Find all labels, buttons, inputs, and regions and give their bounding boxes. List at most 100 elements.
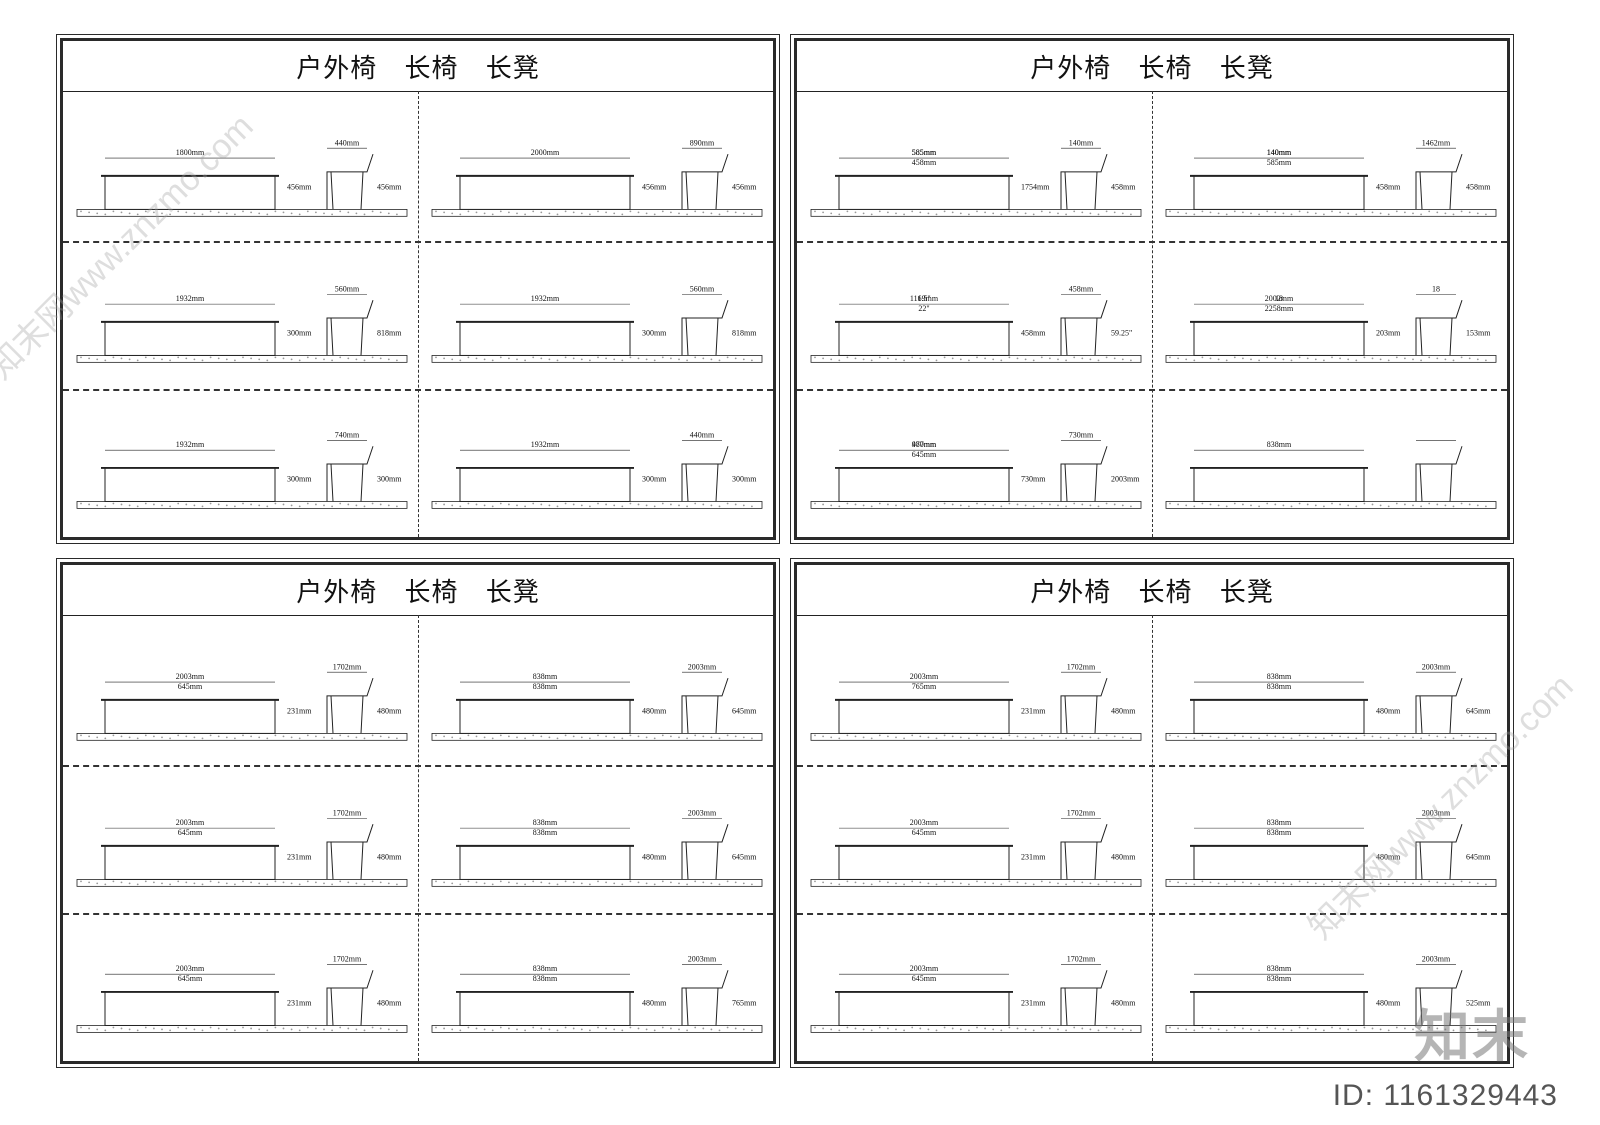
ground-texture-dot — [387, 358, 390, 361]
ground-texture-dot — [1250, 504, 1252, 507]
ground-texture-dot — [104, 359, 107, 362]
dimension-label: 2003mm — [1111, 475, 1140, 484]
ground-texture-dot — [1097, 359, 1100, 362]
ground-texture-dot — [1444, 504, 1447, 507]
ground-texture-dot — [499, 356, 502, 359]
image-id: ID: 1161329443 — [1332, 1079, 1558, 1112]
dimension-label: 818mm — [732, 329, 757, 338]
ground-texture-dot — [112, 356, 115, 359]
dimension-label: 456mm — [287, 183, 312, 192]
ground-texture-dot — [209, 880, 212, 883]
ground-texture-dot — [161, 212, 163, 215]
dimension-label: 585mm — [912, 148, 937, 157]
ground-texture-dot — [605, 1027, 607, 1030]
ground-texture-dot — [120, 735, 123, 738]
ground-texture-dot — [1323, 505, 1325, 508]
ground-texture-dot — [234, 1029, 236, 1032]
ground-texture-dot — [315, 211, 317, 214]
dimension-label: 1754mm — [1021, 183, 1050, 192]
dimension-label: 2003mm — [176, 818, 205, 827]
ground-texture-dot — [1468, 211, 1471, 214]
ground-texture-dot — [1444, 358, 1447, 361]
ground-texture-dot — [435, 210, 437, 213]
dimension-label: 18 — [1432, 284, 1440, 293]
ground-texture-dot — [1169, 502, 1171, 505]
ground-texture-dot — [177, 734, 180, 737]
ground-strip — [810, 355, 1142, 363]
dimension-label: 838mm — [1267, 974, 1292, 983]
ground-texture-dot — [363, 1029, 366, 1032]
ground-texture-dot — [645, 736, 648, 739]
dimension-label: 2003mm — [688, 954, 717, 963]
ground-texture-dot — [1121, 1028, 1124, 1031]
ground-texture-dot — [862, 358, 865, 361]
ground-texture-dot — [878, 502, 881, 505]
dimension-label: 525mm — [1466, 999, 1491, 1008]
dimension-label: 645mm — [1466, 853, 1491, 862]
bench-side-elevation — [681, 153, 729, 210]
ground-texture-dot — [1468, 503, 1471, 506]
ground-texture-dot — [185, 1027, 188, 1030]
column-divider — [418, 615, 419, 1061]
ground-texture-dot — [1274, 503, 1277, 506]
ground-texture-dot — [1000, 213, 1003, 216]
ground-strip — [1165, 355, 1497, 363]
ground-texture-dot — [185, 357, 188, 360]
bench-front-elevation — [1193, 699, 1365, 734]
ground-texture-dot — [516, 1028, 518, 1031]
ground-texture-dot — [347, 211, 350, 214]
ground-texture-dot — [331, 505, 333, 508]
ground-texture-dot — [379, 503, 382, 506]
bench-front-elevation — [459, 991, 631, 1026]
ground-texture-dot — [1000, 505, 1003, 508]
ground-texture-dot — [702, 881, 705, 884]
ground-texture-dot — [1444, 882, 1447, 885]
dimension-label: 730mm — [1069, 430, 1094, 439]
ground-texture-dot — [1428, 734, 1431, 737]
ground-texture-dot — [822, 1027, 824, 1030]
ground-texture-dot — [1193, 213, 1196, 216]
ground-texture-dot — [935, 213, 938, 216]
ground-texture-dot — [645, 882, 648, 885]
ground-texture-dot — [968, 1029, 970, 1032]
ground-texture-dot — [694, 356, 697, 359]
ground-texture-dot — [225, 358, 228, 361]
ground-texture-dot — [1105, 356, 1108, 359]
ground-strip — [810, 879, 1142, 887]
ground-texture-dot — [306, 502, 309, 505]
ground-texture-dot — [1032, 505, 1035, 508]
ground-texture-dot — [751, 737, 753, 740]
bench-side-elevation — [326, 300, 374, 356]
ground-texture-dot — [822, 211, 824, 214]
ground-texture-dot — [96, 358, 99, 361]
ground-texture-dot — [1000, 883, 1003, 886]
ground-texture-dot — [88, 211, 90, 214]
ground-texture-dot — [1290, 213, 1293, 216]
ground-texture-dot — [225, 736, 228, 739]
bench-front-elevation — [459, 175, 631, 210]
ground-texture-dot — [459, 1029, 462, 1032]
ground-texture-dot — [1258, 213, 1260, 216]
ground-texture-dot — [1177, 211, 1179, 214]
ground-texture-dot — [112, 1026, 115, 1029]
ground-texture-dot — [548, 504, 551, 507]
ground-texture-dot — [661, 734, 664, 737]
ground-texture-dot — [1065, 883, 1067, 886]
ground-texture-dot — [306, 356, 309, 359]
ground-texture-dot — [597, 356, 599, 359]
ground-texture-dot — [959, 212, 962, 215]
ground-texture-dot — [1298, 734, 1301, 737]
ground-texture-dot — [1379, 212, 1382, 215]
ground-texture-dot — [435, 1026, 437, 1029]
ground-texture-dot — [1177, 881, 1179, 884]
ground-texture-dot — [1097, 737, 1100, 740]
ground-texture-dot — [726, 1026, 729, 1029]
bench-front-elevation — [104, 699, 276, 734]
ground-texture-dot — [1404, 1027, 1406, 1030]
ground-texture-dot — [1201, 734, 1204, 737]
ground-texture-dot — [903, 359, 905, 362]
ground-texture-dot — [1225, 737, 1228, 740]
ground-texture-dot — [1057, 736, 1059, 739]
ground-texture-dot — [1081, 735, 1084, 738]
ground-texture-dot — [846, 356, 849, 359]
